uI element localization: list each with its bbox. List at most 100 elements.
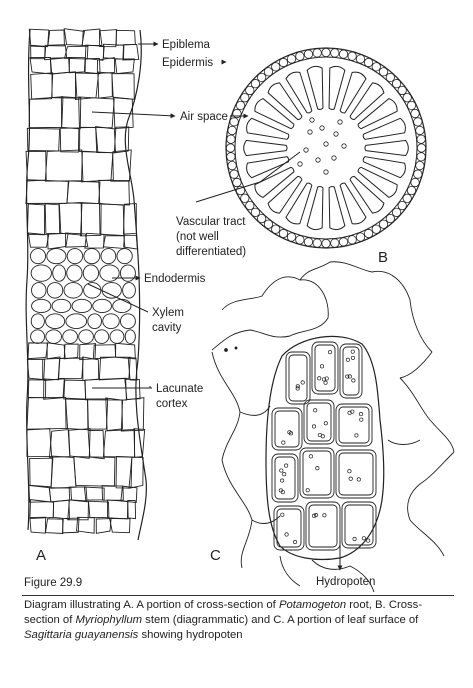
xylem-pointer: [87, 283, 149, 313]
panel-a-cell: [73, 456, 116, 487]
panel-b-vascular-dots: [297, 117, 347, 175]
hydropoten-cell: [273, 505, 305, 551]
panel-a-cell: [66, 264, 83, 282]
figure-drawing: Epiblema Air space Endodermis Xylem cavi…: [25, 28, 455, 593]
panel-a-cell: [112, 298, 132, 314]
hydropoten-cell-inner: [314, 344, 336, 392]
panel-letter-c: C: [210, 547, 221, 564]
panel-a-cell: [66, 180, 101, 205]
label-endodermis: Endodermis: [144, 273, 206, 285]
panel-a-cell: [100, 248, 117, 265]
panel-a-cell: [99, 264, 120, 282]
panel-c-epidermal-cell: [311, 559, 375, 593]
hydropoten-dot: [350, 409, 355, 414]
panel-a-cell: [59, 127, 80, 153]
panel-c-leaf-surface: [211, 261, 455, 593]
epidermal-dot: [224, 348, 228, 352]
vascular-dot: [297, 161, 303, 167]
panel-a-cell: [48, 487, 72, 503]
vascular-dot: [303, 147, 309, 153]
panel-a-cell: [25, 179, 70, 204]
epidermis-cell: [226, 134, 236, 144]
panel-a-cell: [84, 57, 101, 75]
air-chamber: [364, 139, 409, 157]
hydropoten-dot: [311, 424, 317, 429]
panel-b-stem-section: Epidermis Vascular tract (not well diffe…: [162, 47, 427, 266]
hydropoten-cell-inner: [274, 456, 296, 500]
hydropoten-dot: [359, 417, 364, 422]
hydropoten-cell: [335, 403, 373, 447]
epidermis-cell: [355, 232, 366, 242]
epidermis-cell: [410, 108, 420, 119]
label-lacunate-line2: cortex: [156, 398, 188, 410]
hydropoten-dot: [319, 364, 325, 369]
hydropoten-dot: [356, 477, 361, 482]
panel-a-cell: [127, 499, 137, 520]
epidermis-cell: [263, 67, 274, 77]
panel-a-cell: [124, 378, 141, 400]
epidermis-cell: [227, 125, 237, 136]
epidermis-cell: [391, 79, 402, 89]
panel-a-cell: [60, 96, 82, 130]
hydropoten-cell: [335, 449, 377, 499]
panel-a-cell: [26, 203, 45, 236]
panel-a-cell: [78, 329, 94, 344]
vascular-dot: [315, 157, 321, 163]
panel-a-cell: [29, 248, 47, 265]
hydropoten-dot: [321, 377, 326, 382]
panel-a-cell: [111, 73, 135, 100]
hydropoten-cell-inner: [338, 452, 374, 496]
panel-a-cell: [96, 57, 116, 74]
epidermis-cell: [406, 185, 417, 196]
panel-a-cell: [120, 485, 138, 503]
hydropoten-dot: [280, 512, 285, 517]
caption-text-1: Diagram illustrating A. A portion of cro…: [24, 599, 279, 611]
epidermis-cell: [271, 62, 281, 72]
epidermis-cell: [338, 49, 349, 59]
air-chamber: [254, 97, 295, 130]
panel-letter-b: B: [378, 249, 388, 266]
epidermis-cell: [229, 117, 239, 127]
hydropoten-cell-dots: [278, 349, 371, 545]
panel-a-cell: [83, 486, 105, 501]
caption-taxon-myriophyllum: Myriophyllum: [75, 614, 143, 626]
air-chamber: [339, 71, 367, 114]
panel-a-cell: [81, 150, 114, 183]
panel-a-cell: [29, 516, 47, 534]
epidermis-cell: [378, 219, 389, 229]
panel-a-cell: [28, 96, 64, 129]
hydropoten-dot: [350, 349, 355, 354]
vascular-pointer: [195, 151, 301, 203]
panel-a-cell: [31, 282, 47, 299]
epidermis-cell: [250, 79, 261, 89]
epidermis-cell: [250, 207, 261, 217]
hydropoten-cell: [341, 501, 377, 549]
panel-a-cell: [45, 313, 66, 330]
epidermis-cell: [312, 48, 322, 58]
epidermis-cell: [245, 85, 255, 96]
panel-a-cell: [46, 342, 66, 360]
hydropoten-dot: [293, 540, 298, 545]
panel-a-cell: [44, 203, 62, 235]
epidermis-cell: [240, 93, 250, 103]
panel-a-cell: [109, 329, 125, 344]
panel-a-cell: [26, 127, 61, 152]
epidermal-dot: [234, 346, 238, 350]
hydropoten-dot: [350, 355, 356, 360]
panel-a-cell: [27, 379, 47, 399]
panel-a-cell: [113, 126, 130, 154]
epidermis-cell: [303, 237, 314, 247]
vascular-dot: [331, 155, 337, 161]
panel-a-cell: [47, 29, 65, 47]
panel-a-cell: [84, 377, 127, 401]
panel-a-cell: [63, 343, 79, 360]
hydropoten-dot: [300, 380, 305, 385]
hydropoten-dot: [313, 408, 318, 413]
epidermis-cell: [402, 93, 412, 103]
panel-a-cell: [51, 298, 72, 314]
panel-a-cell: [98, 179, 130, 206]
panel-a-cell: [115, 29, 136, 46]
label-vascular-line1: Vascular tract: [176, 216, 246, 228]
panel-a-cell: [94, 329, 110, 344]
hydropoten-cell-inner: [274, 410, 300, 448]
